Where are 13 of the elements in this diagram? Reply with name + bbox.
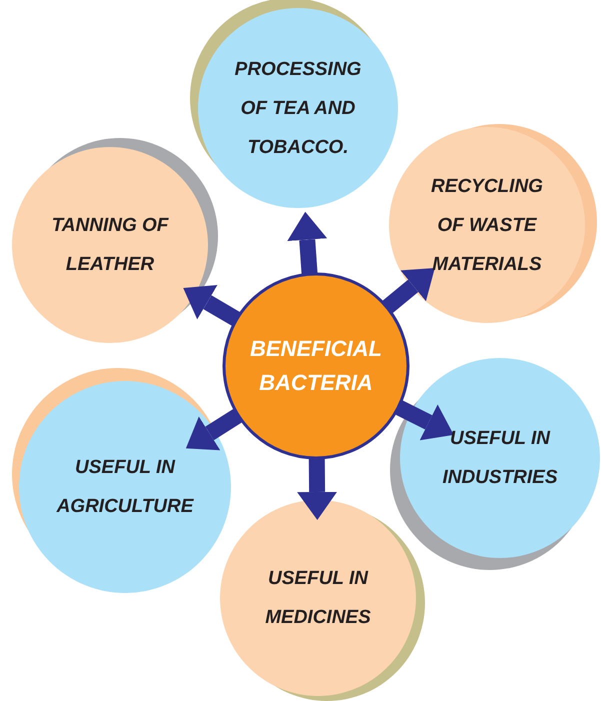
node-label: USEFUL IN INDUSTRIES (441, 427, 559, 490)
arrow (186, 408, 243, 450)
node-label: USEFUL IN MEDICINES (264, 567, 372, 630)
arrow (183, 284, 241, 326)
node-label: TANNING OF LEATHER (50, 214, 170, 277)
arrow (287, 212, 328, 275)
arrow (394, 400, 454, 440)
node-label: USEFUL IN AGRICULTURE (55, 456, 195, 519)
node-label: RECYCLING OF WASTE MATERIALS (430, 174, 544, 276)
arrow (297, 458, 338, 520)
node-label: PROCESSING OF TEA AND TOBACCO. (234, 58, 362, 160)
node-label: BENEFICIAL BACTERIA (249, 335, 383, 397)
arrow (382, 268, 435, 314)
